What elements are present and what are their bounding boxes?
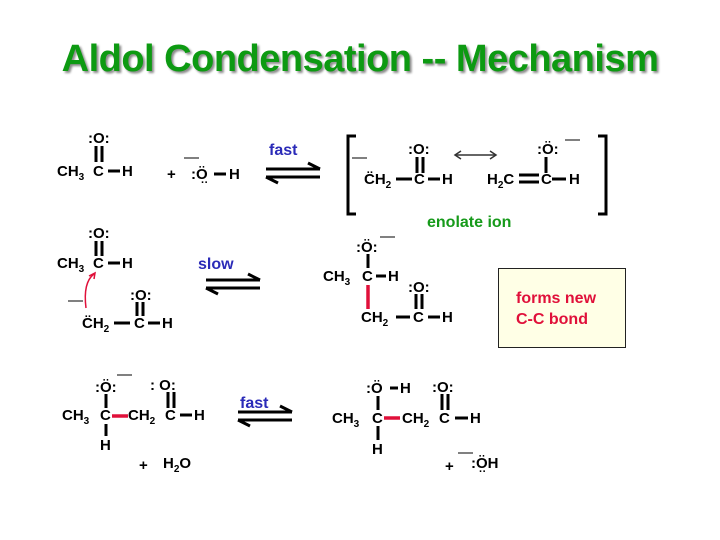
plus-sign: + <box>445 458 454 475</box>
alkoxide-carbon: C <box>362 268 373 285</box>
lone-pair: ·· <box>201 177 209 189</box>
new-bond-note: forms new C-C bond <box>498 268 626 348</box>
methylene-group: CH2 <box>128 407 156 427</box>
enolate1-carbon: C <box>414 171 425 188</box>
plus-sign: + <box>167 166 176 183</box>
negative-charge: — <box>565 131 580 148</box>
note-line1: forms new <box>516 290 597 307</box>
water: H2O <box>163 455 192 475</box>
note-text: forms new C-C bond <box>516 288 596 330</box>
negative-charge: — <box>380 228 395 245</box>
carbinol-carbon: C <box>372 410 383 427</box>
hydrogen: H <box>100 437 111 454</box>
alkoxide-oxygen: :Ö: <box>95 379 117 396</box>
methyl-group: CH3 <box>323 268 351 288</box>
enolate2-methylene: H2C <box>487 171 515 191</box>
hydroxide: :ÖH <box>471 455 499 472</box>
methylene-group: CH2 <box>402 410 430 430</box>
methyl-group: CH3 <box>332 410 360 430</box>
enolate-oxygen: :O: <box>130 287 152 304</box>
methyl-group: CH3 <box>62 407 90 427</box>
carbonyl-oxygen: :O: <box>432 379 454 396</box>
enolate2-carbon: C <box>541 171 552 188</box>
negative-charge: — <box>117 366 132 383</box>
enolate1-hydrogen: H <box>442 171 453 188</box>
enolate-carbon: C <box>134 315 145 332</box>
aldehyde-hydrogen: H <box>194 407 205 424</box>
carbonyl-oxygen: : O: <box>150 377 176 394</box>
methyl-group: CH3 <box>57 163 85 183</box>
carbonyl-carbon: C <box>439 410 450 427</box>
aldehyde-hydrogen: H <box>122 163 133 180</box>
alkoxide-carbon: C <box>100 407 111 424</box>
step3-arrow-label: fast <box>240 395 269 412</box>
aldehyde-hydrogen: H <box>442 309 453 326</box>
carbonyl-carbon: C <box>93 163 104 180</box>
methylene-group: CH2 <box>361 309 389 329</box>
step1-arrow-label: fast <box>269 142 298 159</box>
carbonyl-oxygen: :O: <box>408 279 430 296</box>
hydroxyl-oxygen: :Ö <box>366 380 383 397</box>
enolate2-oxygen: :Ö: <box>537 141 559 158</box>
enolate1-oxygen: :O: <box>408 141 430 158</box>
hydroxide-hydrogen: H <box>229 166 240 183</box>
alkoxide-hydrogen: H <box>388 268 399 285</box>
aldehyde-hydrogen: H <box>470 410 481 427</box>
negative-charge: — <box>458 444 473 461</box>
carbonyl-oxygen: :O: <box>88 130 110 147</box>
alkoxide-oxygen: :Ö: <box>356 239 378 256</box>
enolate-ion-label: enolate ion <box>427 214 512 231</box>
hydroxyl-hydrogen: H <box>400 380 411 397</box>
carbonyl-oxygen: :O: <box>88 225 110 242</box>
carbonyl-carbon: C <box>413 309 424 326</box>
note-line2: C-C bond <box>516 311 588 328</box>
methyl-group: CH3 <box>57 255 85 275</box>
enolate2-hydrogen: H <box>569 171 580 188</box>
negative-charge: — <box>184 149 199 166</box>
enolate-hydrogen: H <box>162 315 173 332</box>
carbanion: C̈H2 <box>82 315 110 335</box>
hydroxide-oxygen: :Ö <box>191 166 208 183</box>
plus-sign: + <box>139 457 148 474</box>
aldehyde-hydrogen: H <box>122 255 133 272</box>
hydrogen: H <box>372 441 383 458</box>
enolate1-carbanion: C̈H2 <box>364 171 392 191</box>
carbonyl-carbon: C <box>165 407 176 424</box>
carbonyl-carbon: C <box>93 255 104 272</box>
lone-pair: ·· <box>479 466 487 478</box>
negative-charge: — <box>68 292 83 309</box>
negative-charge: — <box>352 149 367 166</box>
step2-arrow-label: slow <box>198 256 234 273</box>
page-title: Aldol Condensation -- Mechanism <box>61 38 659 80</box>
